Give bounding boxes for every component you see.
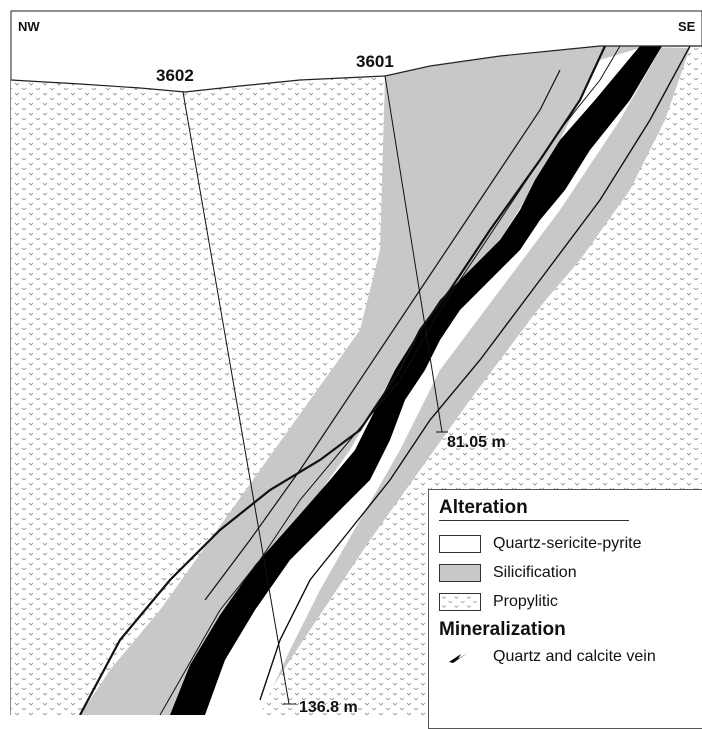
legend-item-quartz-sericite-pyrite: Quartz-sericite-pyrite [439, 529, 702, 558]
legend-item-label: Quartz and calcite vein [493, 647, 656, 665]
drillhole-3601-depth-label: 81.05 m [447, 434, 506, 451]
legend-item-quartz-calcite-vein: Quartz and calcite vein [439, 642, 702, 671]
drillhole-3602-label: 3602 [156, 66, 194, 85]
direction-label-nw: NW [18, 19, 40, 34]
legend-alteration-title: Alteration [439, 497, 528, 518]
drillhole-3602-trace [182, 91, 290, 705]
quartz-calcite-vein [170, 46, 662, 715]
topography-line [11, 45, 702, 93]
legend-item-label: Quartz-sericite-pyrite [493, 534, 642, 552]
legend-heading-rule [439, 520, 629, 521]
contact-line-outer [159, 45, 621, 715]
legend-item-silicification: Silicification [439, 558, 702, 587]
quartz-sericite-pyrite-swatch [439, 534, 481, 553]
drillhole-3601-trace [384, 75, 443, 433]
propylitic-swatch [439, 592, 481, 611]
legend-item-propylitic: Propylitic [439, 587, 702, 616]
legend-mineralization-title: Mineralization [439, 619, 566, 640]
legend-item-label: Silicification [493, 563, 577, 581]
contact-line-mid [204, 69, 561, 601]
direction-label-se: SE [678, 19, 696, 34]
fault-line-lower [259, 45, 691, 701]
drillhole-3602-depth-label: 136.8 m [299, 699, 358, 715]
legend-item-label: Propylitic [493, 592, 558, 610]
vein-icon [449, 651, 469, 663]
silicification-swatch [439, 563, 481, 582]
drillhole-3601-label: 3601 [356, 52, 394, 71]
legend: Alteration Quartz-sericite-pyrite Silici… [428, 489, 702, 729]
